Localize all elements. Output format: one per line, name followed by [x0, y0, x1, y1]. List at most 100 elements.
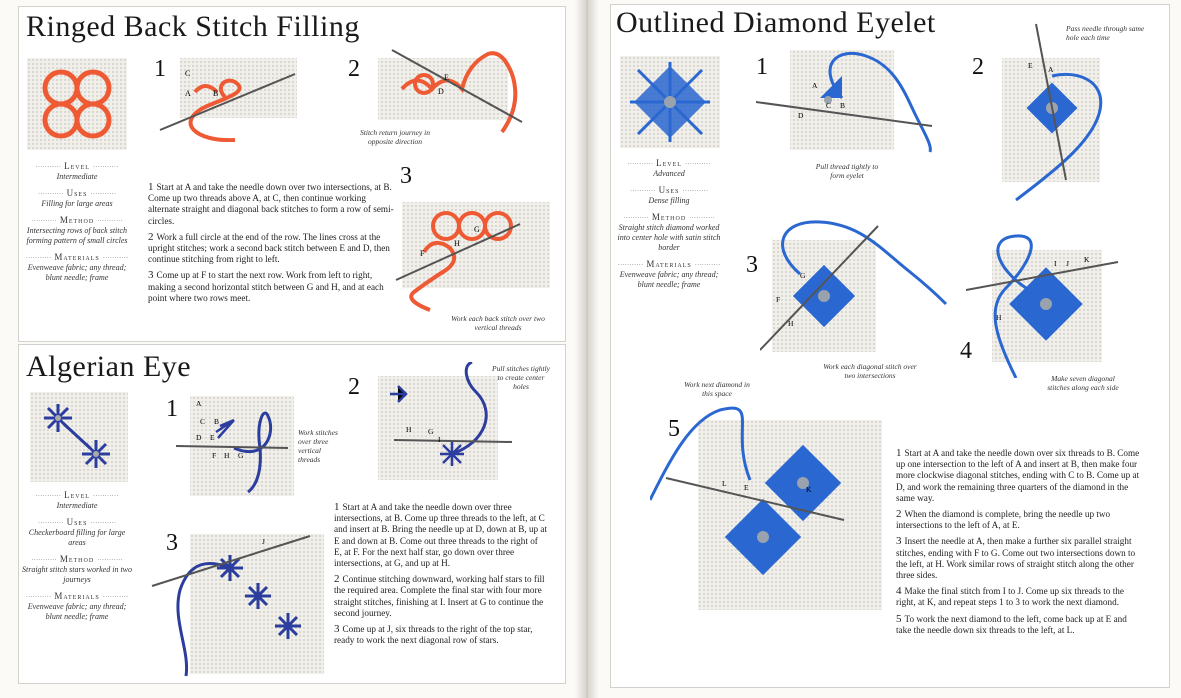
algerian-step1-letter-e: E	[210, 433, 215, 442]
diamond-step-1-number: 1	[756, 54, 768, 80]
algerian-step2-letter-g: G	[428, 427, 434, 436]
algerian-step1-letter-h: H	[224, 451, 230, 460]
ringed-title: Ringed Back Stitch Filling	[26, 10, 360, 43]
ringed-step3-letter-f: F	[420, 249, 425, 258]
ringed-caption-3: Work each back stitch over two vertical …	[451, 314, 545, 332]
algerian-instr-3-num: 3	[334, 623, 340, 636]
ringed-step-2-diagram: E D	[372, 44, 532, 136]
diamond-sample-image	[620, 56, 720, 148]
diamond-step2-letter-e: E	[1028, 61, 1033, 70]
diamond-caption-3: Work each diagonal stitch over two inter…	[823, 362, 917, 380]
diamond-step4-letter-h: H	[996, 313, 1002, 322]
algerian-caption-1: Work stitches over three vertical thread…	[298, 428, 338, 464]
ringed-step-2-number: 2	[348, 56, 360, 82]
algerian-instr-3: Come up at J, six threads to the right o…	[334, 624, 533, 646]
diamond-step-2-diagram: E A	[996, 20, 1120, 206]
algerian-title: Algerian Eye	[26, 350, 192, 383]
algerian-instr-2-num: 2	[334, 573, 340, 586]
diamond-instr-3-num: 3	[896, 535, 902, 548]
diamond-uses-label: Uses	[614, 185, 724, 196]
diamond-materials-label: Materials	[614, 259, 724, 270]
ringed-method-label: Method	[22, 215, 132, 226]
ringed-instr-2: Work a full circle at the end of the row…	[148, 231, 390, 265]
algerian-step-2-diagram: H G I	[376, 362, 516, 486]
algerian-step-1-diagram: A C B D E F H G	[176, 392, 298, 500]
diamond-step-4-diagram: H I J K	[966, 228, 1122, 378]
algerian-caption-2: Pull stitches tightly to create center h…	[492, 364, 550, 391]
algerian-instr-1: Start at A and take the needle down over…	[334, 502, 548, 569]
algerian-materials: Evenweave fabric; any thread; blunt need…	[27, 602, 127, 621]
algerian-method-label: Method	[22, 554, 132, 565]
ringed-step3-letter-h: H	[454, 239, 460, 248]
diamond-step-1-diagram: A B C D	[756, 46, 942, 154]
ringed-step-1-diagram: C A B	[155, 52, 305, 142]
diamond-step2-letter-a: A	[1048, 65, 1054, 74]
diamond-step-3-diagram: F G H	[760, 218, 950, 358]
diamond-step1-letter-d: D	[798, 111, 804, 120]
ringed-step-3-diagram: F H G	[390, 196, 552, 314]
algerian-step1-letter-a: A	[196, 399, 202, 408]
diamond-instr-4: Make the final stitch from I to J. Come …	[896, 586, 1124, 608]
algerian-level-label: Level	[22, 490, 132, 501]
diamond-step3-letter-h: H	[788, 319, 794, 328]
diamond-instr-4-num: 4	[896, 585, 902, 598]
ringed-step-1-number: 1	[154, 56, 166, 82]
ringed-step1-letter-b: B	[213, 89, 218, 98]
algerian-materials-label: Materials	[22, 591, 132, 602]
ringed-sample-image	[27, 58, 127, 150]
diamond-instr-5-num: 5	[896, 612, 902, 625]
diamond-level-label: Level	[614, 158, 724, 169]
diamond-step1-letter-c: C	[826, 101, 831, 110]
ringed-step2-letter-e: E	[444, 73, 449, 82]
diamond-instr-2-num: 2	[896, 508, 902, 521]
diamond-step1-letter-a: A	[812, 81, 818, 90]
algerian-step2-letter-h: H	[406, 425, 412, 434]
algerian-sample-image	[30, 392, 128, 482]
ringed-instr-3-num: 3	[148, 269, 154, 282]
diamond-step-4-number: 4	[960, 338, 972, 364]
diamond-step-5-number: 5	[668, 416, 680, 442]
ringed-step-3-number: 3	[400, 163, 412, 189]
ringed-level: Intermediate	[56, 172, 98, 181]
algerian-level: Intermediate	[56, 501, 98, 510]
ringed-materials-label: Materials	[22, 252, 132, 263]
algerian-step1-letter-d: D	[196, 433, 202, 442]
diamond-method-label: Method	[614, 212, 724, 223]
algerian-method: Straight stitch stars worked in two jour…	[22, 565, 133, 584]
algerian-instr-1-num: 1	[334, 501, 340, 513]
diamond-caption-4: Make seven diagonal stitches along each …	[1047, 374, 1119, 392]
diamond-title: Outlined Diamond Eyelet	[616, 6, 936, 39]
diamond-caption-2: Pass needle through same hole each time	[1066, 24, 1145, 42]
ringed-instr-3: Come up at F to start the next row. Work…	[148, 270, 384, 303]
diamond-materials: Evenweave fabric; any thread; blunt need…	[619, 270, 719, 289]
ringed-instr-1: Start at A and take the needle down over…	[148, 182, 394, 226]
diamond-step5-letter-l: L	[722, 479, 727, 488]
diamond-step3-letter-f: F	[776, 295, 780, 304]
diamond-caption-5: Work next diamond in this space	[684, 380, 750, 398]
book-gutter	[575, 0, 599, 698]
diamond-instr-5: To work the next diamond to the left, co…	[896, 613, 1127, 635]
algerian-instr-2: Continue stitching downward, working hal…	[334, 574, 545, 618]
diamond-step-2-number: 2	[972, 54, 984, 80]
diamond-step5-letter-e: E	[744, 483, 749, 492]
algerian-step3-letter-j: J	[262, 537, 265, 546]
algerian-step2-letter-i: I	[438, 435, 441, 444]
diamond-step4-letter-j: J	[1066, 259, 1069, 268]
diamond-caption-1: Pull thread tightly to form eyelet	[815, 162, 879, 180]
diamond-step3-letter-g: G	[800, 271, 806, 280]
diamond-step-3-number: 3	[746, 252, 758, 278]
ringed-caption-2: Stitch return journey in opposite direct…	[360, 128, 430, 146]
algerian-step-1-number: 1	[166, 396, 178, 422]
algerian-step1-letter-b: B	[214, 417, 219, 426]
ringed-instr-1-num: 1	[148, 181, 154, 193]
algerian-uses-label: Uses	[22, 517, 132, 528]
algerian-step1-letter-f: F	[212, 451, 216, 460]
algerian-step-2-number: 2	[348, 374, 360, 400]
algerian-uses: Checkerboard filling for large areas	[28, 528, 126, 547]
ringed-uses: Filling for large areas	[41, 199, 113, 208]
algerian-step-3-number: 3	[166, 530, 178, 556]
